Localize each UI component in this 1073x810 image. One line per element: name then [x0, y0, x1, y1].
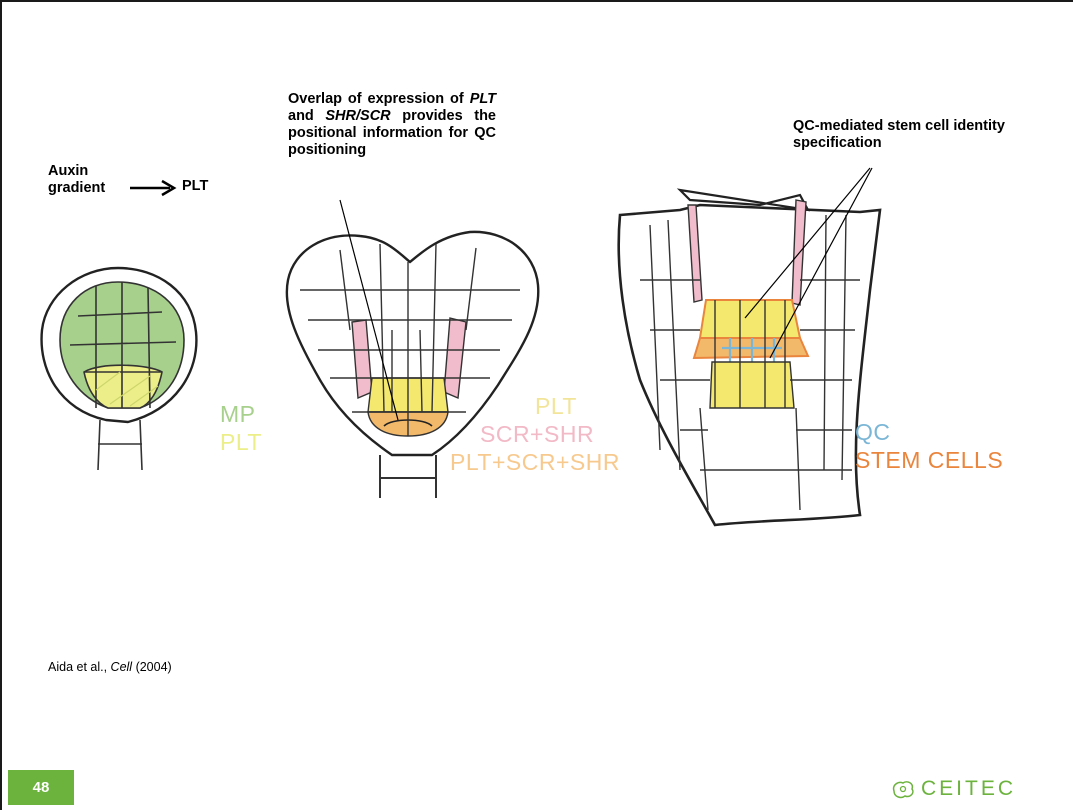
- ceitec-logo: CEITEC: [890, 777, 1016, 801]
- ceitec-logo-icon: [890, 779, 916, 799]
- legend-mp: MP: [220, 400, 262, 428]
- plt-label: PLT: [182, 178, 208, 195]
- auxin-gradient-label: Auxin gradient: [48, 163, 128, 197]
- legend-scr-shr: SCR+SHR: [450, 420, 670, 448]
- legend-globular: MP PLT: [220, 400, 262, 456]
- globular-embryo: [42, 268, 197, 470]
- citation-year: (2004): [132, 660, 172, 674]
- overlap-plt: PLT: [470, 91, 496, 107]
- overlap-annotation: Overlap of expression of PLT and SHR/SCR…: [288, 91, 496, 159]
- legend-stem-cells: STEM CELLS: [855, 446, 1003, 474]
- citation-authors: Aida et al.,: [48, 660, 111, 674]
- legend-heart: PLT SCR+SHR PLT+SCR+SHR: [450, 392, 670, 476]
- legend-plt: PLT: [220, 428, 262, 456]
- overlap-text-2: and: [288, 108, 325, 124]
- legend-plt-scr-shr: PLT+SCR+SHR: [450, 448, 670, 476]
- auxin-arrow: [130, 181, 174, 195]
- citation-journal: Cell: [111, 660, 133, 674]
- legend-plt-2: PLT: [450, 392, 670, 420]
- page-number: 48: [8, 770, 74, 805]
- overlap-text-1: Overlap of expression of: [288, 91, 470, 107]
- citation: Aida et al., Cell (2004): [48, 660, 172, 674]
- overlap-shr-scr: SHR/SCR: [325, 108, 390, 124]
- legend-root: QC STEM CELLS: [855, 418, 1003, 474]
- qc-mediated-annotation: QC-mediated stem cell identity specifica…: [793, 118, 1013, 152]
- ceitec-logo-text: CEITEC: [921, 777, 1016, 801]
- legend-qc: QC: [855, 418, 1003, 446]
